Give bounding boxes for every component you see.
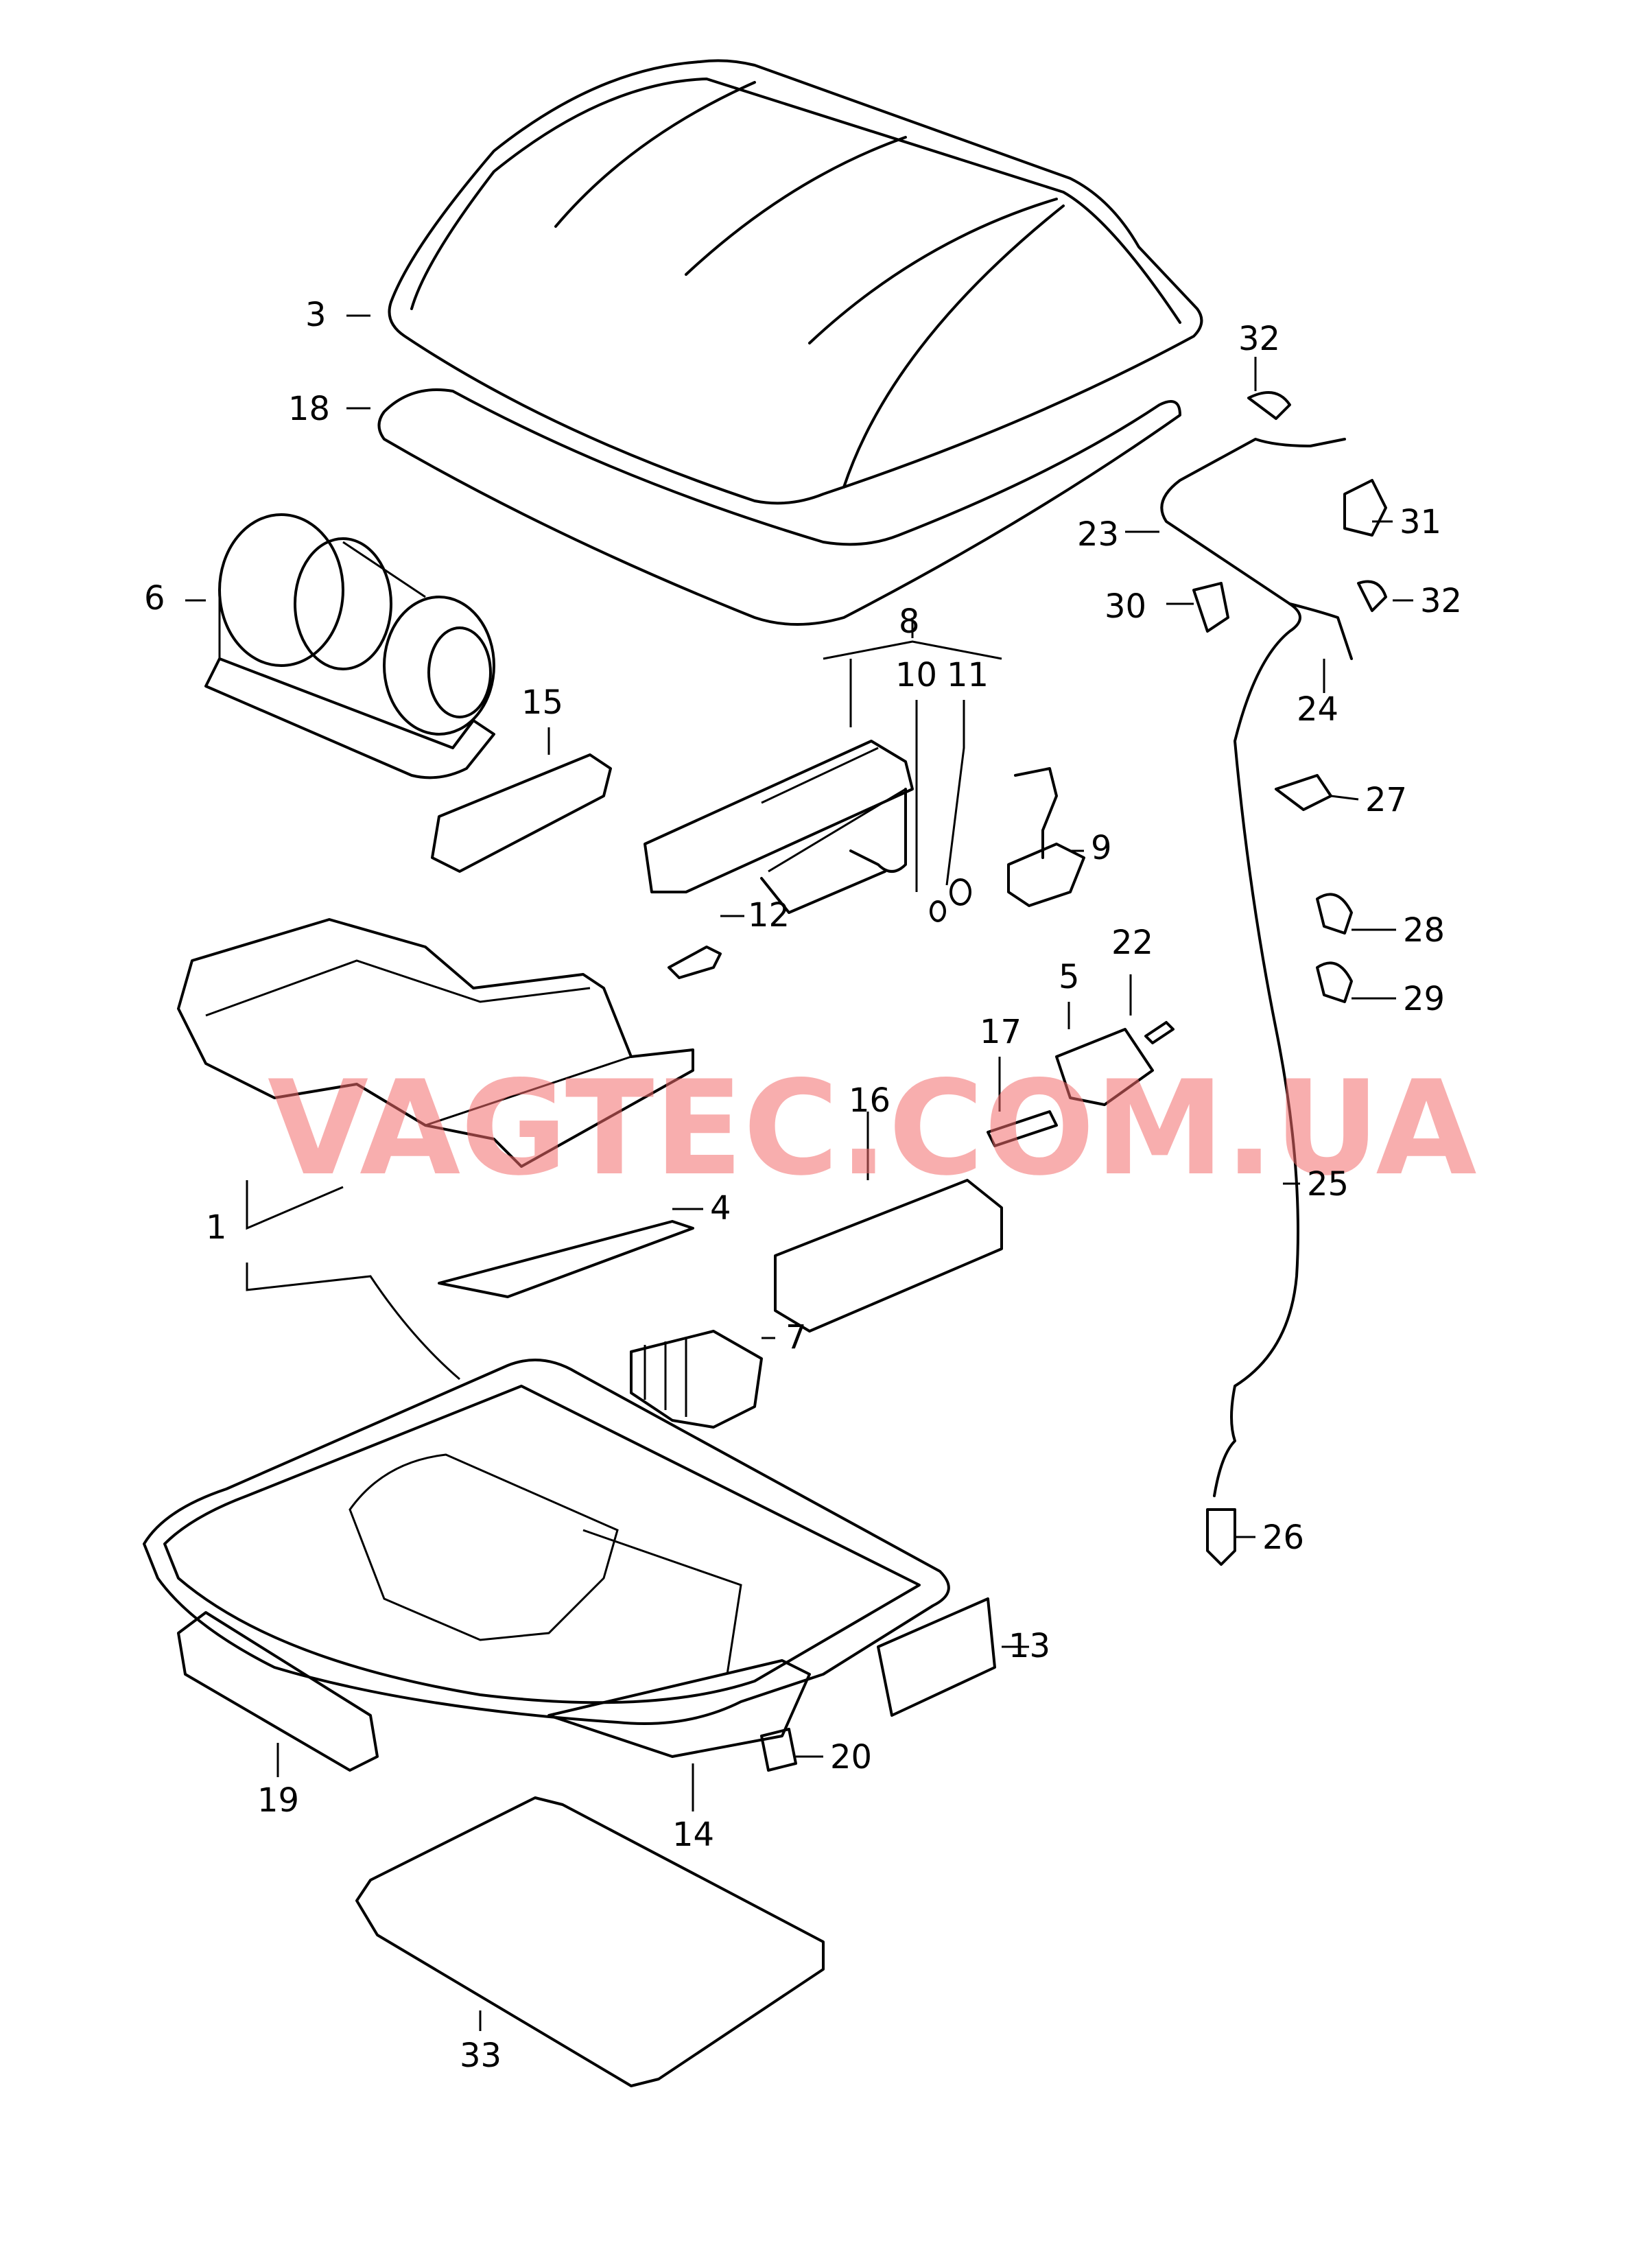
callout-12: 12	[748, 896, 790, 935]
callout-33: 33	[460, 2037, 502, 2075]
callout-25: 25	[1307, 1165, 1349, 1204]
part-5-servo	[1055, 1028, 1154, 1106]
callout-5: 5	[1059, 958, 1080, 996]
part-17-pin	[987, 1110, 1058, 1147]
callout-20: 20	[830, 1738, 872, 1776]
callout-8: 8	[899, 602, 920, 641]
callout-6: 6	[144, 579, 165, 618]
callout-24: 24	[1297, 690, 1338, 729]
part-29-clip	[1316, 961, 1353, 1003]
part-8-evaporator	[644, 740, 914, 914]
callout-26: 26	[1262, 1518, 1304, 1557]
callout-11: 11	[947, 656, 989, 694]
callout-3: 3	[305, 296, 327, 334]
part-31-clip	[1343, 479, 1387, 537]
part-7-resistor	[630, 1330, 763, 1429]
part-30-clip	[1192, 582, 1229, 633]
callout-10: 10	[895, 656, 937, 694]
callout-labels: 3 18 6 15 8 10 11 9 12 22 5 17 16 1 4 7 …	[144, 296, 1462, 2075]
part-20-clip	[760, 1728, 797, 1772]
callout-22: 22	[1111, 924, 1153, 962]
callout-15: 15	[521, 683, 563, 722]
part-14-gasket	[547, 1659, 811, 1758]
part-18-seal	[377, 388, 1181, 626]
callout-14: 14	[672, 1816, 714, 1854]
callout-30: 30	[1105, 587, 1146, 626]
callout-32-lower: 32	[1420, 582, 1462, 620]
part-13-cover	[877, 1597, 996, 1717]
callout-17: 17	[980, 1013, 1022, 1051]
part-3-housing-cover	[388, 59, 1203, 505]
watermark: VAGTEC.COM.UA	[268, 1053, 1477, 1204]
part-15-filter	[431, 753, 612, 873]
callout-32-upper: 32	[1238, 320, 1280, 358]
part-26-plug	[1206, 1508, 1236, 1566]
callout-31: 31	[1400, 503, 1441, 541]
part-23-25-hose	[1160, 438, 1353, 1497]
callout-7: 7	[786, 1318, 807, 1357]
part-1-upper-housing	[177, 918, 694, 1168]
part-9-sensor	[1007, 767, 1085, 907]
part-32-clamp-lower	[1357, 580, 1387, 612]
leader-lines	[185, 314, 1413, 2031]
part-16-bracket	[774, 1179, 1003, 1333]
callout-23: 23	[1077, 515, 1119, 554]
callout-19: 19	[257, 1781, 299, 1820]
part-22-screw	[1144, 1021, 1175, 1044]
callout-4: 4	[710, 1189, 731, 1228]
part-4-flap	[438, 1220, 694, 1298]
callout-29: 29	[1403, 980, 1445, 1018]
part-27-clip	[1275, 774, 1332, 811]
callout-16: 16	[849, 1081, 890, 1120]
callout-18: 18	[288, 390, 330, 428]
part-11-o-ring	[949, 878, 971, 906]
part-19-seal	[177, 1611, 379, 1772]
part-10-o-ring	[930, 900, 946, 922]
part-28-clip	[1316, 893, 1353, 935]
callout-1: 1	[206, 1208, 227, 1247]
part-33-seal	[355, 1796, 825, 2087]
callout-28: 28	[1403, 911, 1445, 950]
part-6-blower-motor	[204, 513, 495, 779]
part-32-clamp-upper	[1247, 391, 1291, 420]
callout-27: 27	[1365, 781, 1407, 819]
callout-13: 13	[1008, 1627, 1050, 1665]
part-12-screw	[668, 946, 722, 979]
part-1-lower-housing	[143, 1359, 950, 1725]
callout-9: 9	[1091, 829, 1112, 867]
